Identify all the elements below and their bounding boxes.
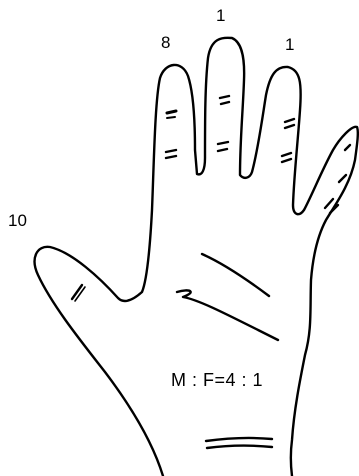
wrist-crease-upper [206,438,272,441]
middle-crease-upper [220,96,229,98]
hand-outline [35,38,358,476]
middle-crease-lower-2 [218,149,227,151]
little-crease-lower [325,199,333,208]
index-crease-lower [166,150,176,152]
index-crease-upper [167,111,176,113]
index-finger-count-label: 8 [161,34,170,51]
little-crease-middle [339,175,346,182]
ring-crease-upper [285,119,294,122]
palm-line-head [177,290,278,340]
ring-crease-lower [282,153,291,156]
middle-crease-lower [218,142,228,144]
ring-finger-count-label: 1 [285,36,294,53]
middle-finger-count-label: 1 [216,7,225,24]
index-crease-upper-2 [167,117,175,118]
ring-crease-upper-2 [285,125,294,128]
middle-crease-upper-2 [221,102,229,104]
ring-crease-lower-2 [282,159,291,162]
little-crease-upper [345,145,350,150]
sex-ratio-label: M : F=4 : 1 [171,371,263,389]
thumb-count-label: 10 [8,212,27,229]
index-crease-lower-2 [166,156,176,158]
palm-line-heart [202,254,269,296]
wrist-crease-lower [207,446,272,448]
